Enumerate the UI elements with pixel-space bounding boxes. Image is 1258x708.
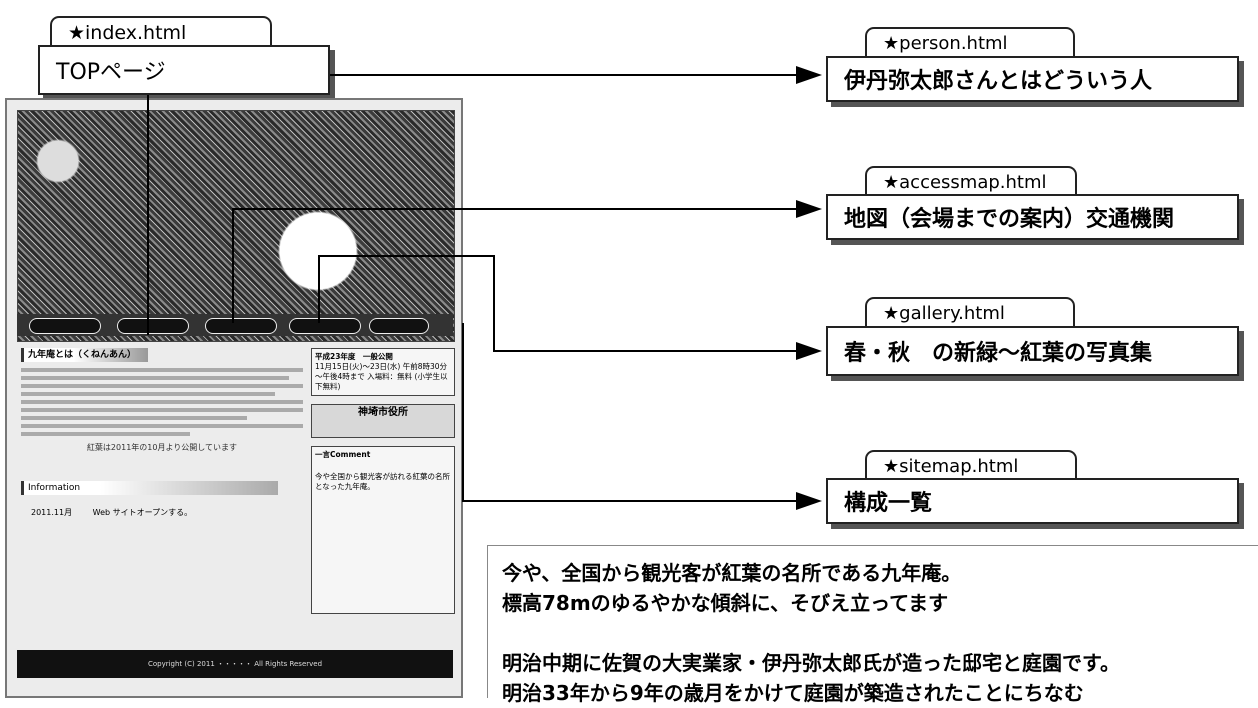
person-filename-tab: ★person.html — [865, 27, 1075, 57]
description-line: 明治中期に佐賀の大実業家・伊丹弥太郎氏が造った邸宅と庭園です。 — [502, 651, 1120, 675]
connector-access — [232, 208, 800, 210]
connector-person — [330, 74, 800, 76]
mockup-nav-pill — [289, 318, 361, 334]
mockup-info-row: 2011.11月 Web サイトオープンする。 — [31, 507, 303, 518]
arrow-person — [796, 66, 822, 84]
mockup-event-box: 平成23年度 一般公開 11月15日(火)～23日(水) 午前8時30分～午後4… — [311, 348, 455, 396]
connector-gallery-vertical-a — [318, 255, 320, 323]
mockup-nav-pill — [369, 318, 429, 334]
index-filename-tab: ★index.html — [50, 16, 272, 46]
gallery-filename-tab: ★gallery.html — [865, 297, 1075, 327]
mockup-info-text: Web サイトオープンする。 — [92, 508, 193, 517]
mockup-main-column: 九年庵とは（くねんあん） 紅葉は2011年の10月より公開しています Infor… — [21, 348, 303, 668]
mockup-event-title: 平成23年度 一般公開 — [315, 352, 393, 361]
mockup-sidebar-banner: 神埼市役所 — [311, 404, 455, 438]
description-blank-line — [502, 618, 1258, 648]
mockup-sidebar: 平成23年度 一般公開 11月15日(火)～23日(水) 午前8時30分～午後4… — [311, 348, 455, 668]
mockup-nav-bar — [17, 314, 453, 336]
mockup-event-text: 11月15日(火)～23日(水) 午前8時30分～午後4時まで 入場料：無料 (… — [315, 362, 448, 391]
arrow-gallery — [796, 342, 822, 360]
connector-access-vertical — [232, 208, 234, 323]
mockup-comment-text: 今や全国から観光客が訪れる紅葉の名所となった九年庵。 — [315, 472, 450, 491]
gallery-label-box: 春・秋 の新緑～紅葉の写真集 — [826, 326, 1239, 376]
connector-gallery-vertical-b — [493, 255, 495, 351]
connector-gallery — [493, 350, 800, 352]
connector-gallery-top — [318, 255, 494, 257]
mockup-header-image — [17, 110, 455, 342]
connector-sitemap — [462, 500, 800, 502]
mockup-comment-box: 一言Comment 今や全国から観光客が訪れる紅葉の名所となった九年庵。 — [311, 446, 455, 614]
description-line: 明治33年から9年の歳月をかけて庭園が築造されたことにちなむ — [502, 681, 1084, 705]
mockup-information: Information 2011.11月 Web サイトオープンする。 — [21, 481, 303, 518]
mockup-comment-title: 一言Comment — [315, 450, 371, 459]
description-line: 標高78mのゆるやかな傾斜に、そびえ立ってます — [502, 591, 949, 615]
mockup-nav-pill — [117, 318, 189, 334]
connector-index-vertical — [147, 95, 149, 335]
person-label-box: 伊丹弥太郎さんとはどういう人 — [826, 56, 1239, 102]
sitemap-filename-tab: ★sitemap.html — [865, 450, 1077, 480]
accessmap-filename-tab: ★accessmap.html — [865, 166, 1077, 196]
mockup-intro-caption: 紅葉は2011年の10月より公開しています — [86, 443, 238, 452]
mockup-info-date: 2011.11月 — [31, 508, 73, 517]
mockup-nav-pill — [205, 318, 277, 334]
mockup-nav-pill — [29, 318, 101, 334]
mockup-footer: Copyright (C) 2011 ・・・・・ All Rights Rese… — [17, 650, 453, 678]
description-line: 今や、全国から観光客が紅葉の名所である九年庵。 — [502, 561, 962, 585]
description-text-box: 今や、全国から観光客が紅葉の名所である九年庵。 標高78mのゆるやかな傾斜に、そ… — [487, 545, 1258, 705]
arrow-access — [796, 200, 822, 218]
mockup-intro-title: 九年庵とは（くねんあん） — [21, 348, 148, 362]
connector-sitemap-vertical — [462, 323, 464, 501]
accessmap-label-box: 地図（会場までの案内）交通機関 — [826, 194, 1239, 240]
mockup-info-title: Information — [21, 481, 278, 495]
arrow-sitemap — [796, 492, 822, 510]
top-page-mockup: 九年庵とは（くねんあん） 紅葉は2011年の10月より公開しています Infor… — [5, 98, 463, 698]
mockup-intro-text — [21, 368, 303, 436]
index-label-box: TOPページ — [38, 45, 330, 95]
sitemap-label-box: 構成一覧 — [826, 478, 1239, 524]
